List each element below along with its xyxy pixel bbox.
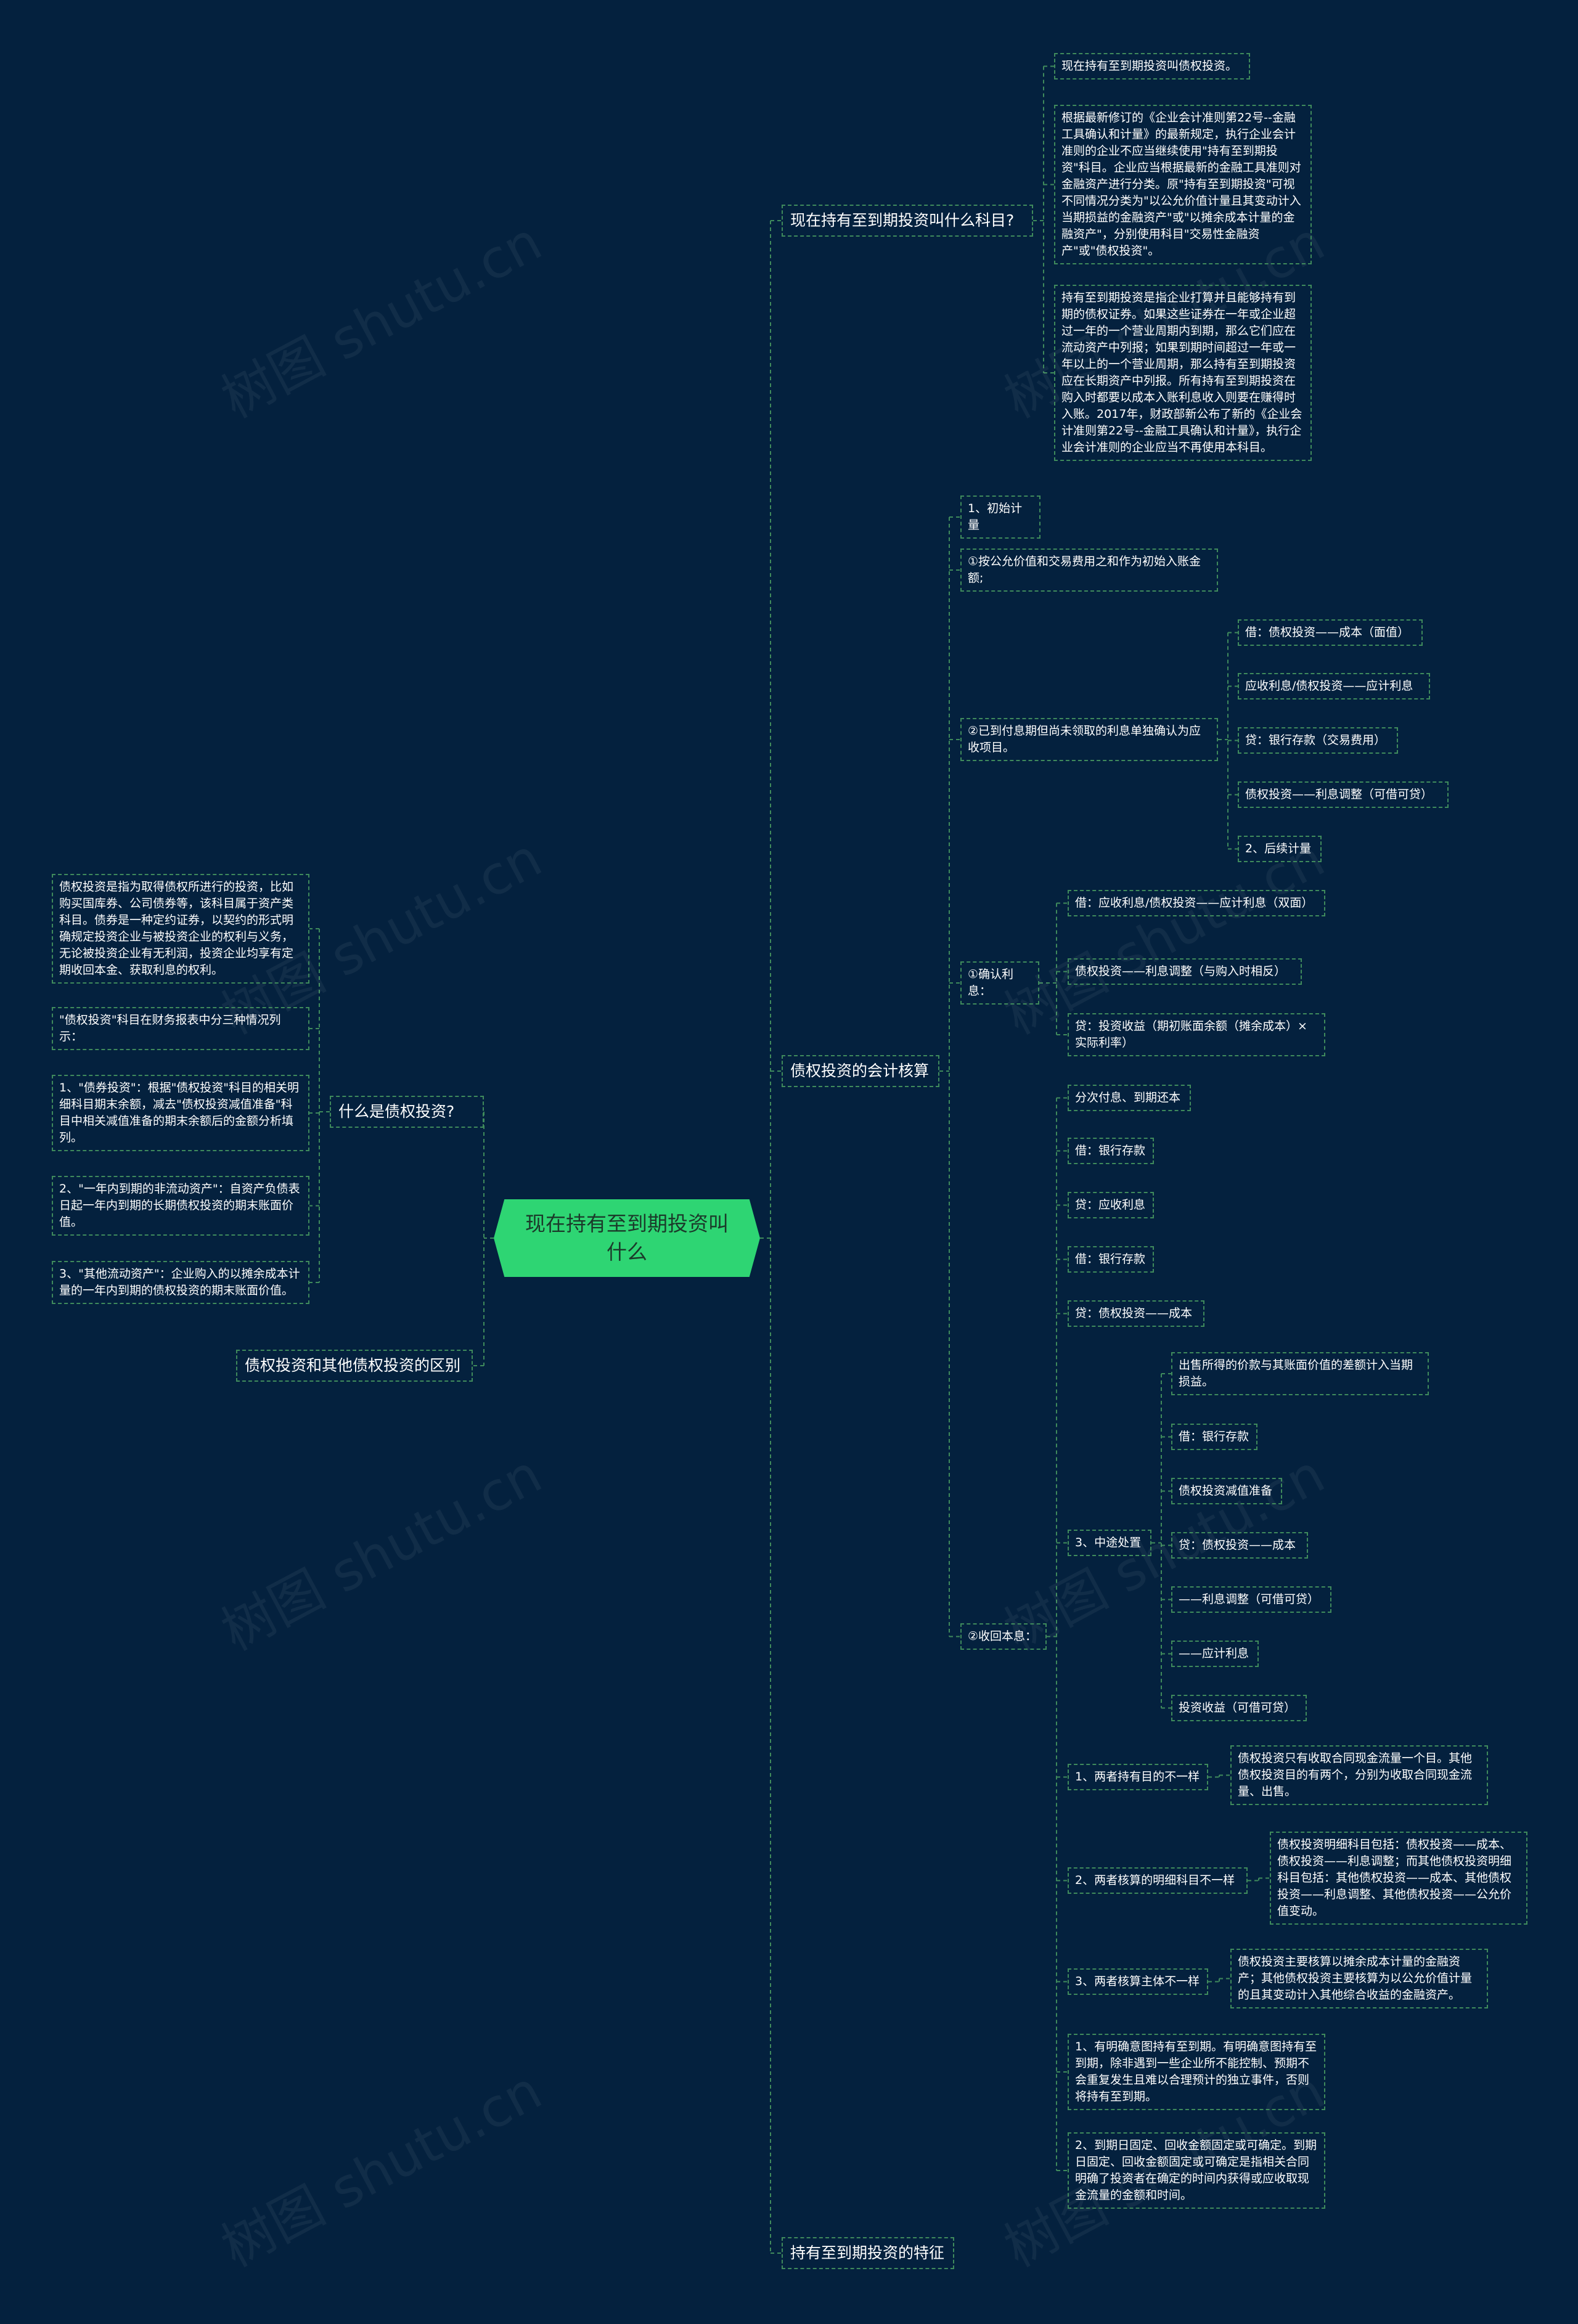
node-interest-receivable[interactable]: ②已到付息期但尚未领取的利息单独确认为应收项目。 [960, 718, 1218, 761]
node-debt-investment-definition[interactable]: 债权投资是指为取得债权所进行的投资，比如购买国库券、公司债券等，该科目属于资产类… [52, 874, 309, 984]
node-entry[interactable]: 贷：债权投资——成本 [1068, 1300, 1204, 1327]
node-entry[interactable]: 借：银行存款 [1171, 1424, 1257, 1450]
node-presentation-item-2[interactable]: 2、"一年内到期的非流动资产"：自资产负债表日起一年内到期的长期债权投资的期末账… [52, 1176, 309, 1236]
node-subject-regulation[interactable]: 根据最新修订的《企业会计准则第22号--金融工具确认和计量》的最新规定，执行企业… [1054, 105, 1312, 264]
node-initial-measurement[interactable]: 1、初始计量 [960, 495, 1040, 539]
node-entry[interactable]: 贷：债权投资——成本 [1171, 1532, 1308, 1559]
node-recover-principal[interactable]: ②收回本息： [960, 1623, 1047, 1650]
node-presentation-intro[interactable]: "债权投资"科目在财务报表中分三种情况列示： [52, 1007, 309, 1050]
node-entry[interactable]: 应收利息/债权投资——应计利息 [1238, 673, 1430, 699]
node-subject-answer[interactable]: 现在持有至到期投资叫债权投资。 [1054, 53, 1250, 80]
node-midway-disposal[interactable]: 3、中途处置 [1068, 1530, 1151, 1556]
branch-accounting[interactable]: 债权投资的会计核算 [782, 1055, 939, 1087]
root-topic[interactable]: 现在持有至到期投资叫什么 [494, 1199, 760, 1277]
node-initial-amount[interactable]: ①按公允价值和交易费用之和作为初始入账金额; [960, 548, 1218, 592]
node-subsequent-measurement[interactable]: 2、后续计量 [1238, 836, 1322, 862]
node-entry[interactable]: 借：银行存款 [1068, 1246, 1154, 1273]
node-feature-intent[interactable]: 1、有明确意图持有至到期。有明确意图持有至到期，除非遇到一些企业所不能控制、预期… [1068, 2034, 1325, 2110]
node-difference-subaccounts-detail[interactable]: 债权投资明细科目包括：债权投资——成本、债权投资——利息调整；而其他债权投资明细… [1270, 1832, 1527, 1925]
node-entry[interactable]: 出售所得的价款与其账面价值的差额计入当期损益。 [1171, 1352, 1429, 1395]
node-feature-fixed-maturity[interactable]: 2、到期日固定、回收金额固定或可确定。到期日固定、回收金额固定或可确定是指相关合… [1068, 2132, 1325, 2209]
node-entry[interactable]: 债权投资减值准备 [1171, 1478, 1282, 1504]
node-subject-definition[interactable]: 持有至到期投资是指企业打算并且能够持有到期的债权证券。如果这些证券在一年或企业超… [1054, 285, 1312, 461]
node-entry[interactable]: 分次付息、到期还本 [1068, 1085, 1191, 1111]
node-entry[interactable]: 债权投资——利息调整（与购入时相反） [1068, 958, 1302, 985]
node-entry[interactable]: 借：银行存款 [1068, 1138, 1154, 1164]
node-entry[interactable]: ——利息调整（可借可贷） [1171, 1586, 1331, 1613]
node-entry[interactable]: ——应计利息 [1171, 1641, 1259, 1667]
branch-features[interactable]: 持有至到期投资的特征 [782, 2237, 954, 2269]
node-difference-subaccounts[interactable]: 2、两者核算的明细科目不一样 [1068, 1867, 1248, 1894]
node-difference-scope-detail[interactable]: 债权投资主要核算以摊余成本计量的金融资产；其他债权投资主要核算为以公允价值计量的… [1230, 1949, 1488, 2008]
node-entry[interactable]: 贷：银行存款（交易费用） [1238, 727, 1398, 754]
node-entry[interactable]: 贷：应收利息 [1068, 1192, 1154, 1218]
branch-difference[interactable]: 债权投资和其他债权投资的区别 [236, 1350, 473, 1382]
node-entry[interactable]: 贷：投资收益（期初账面余额（摊余成本）×实际利率） [1068, 1013, 1325, 1056]
branch-subject-name[interactable]: 现在持有至到期投资叫什么科目? [782, 205, 1033, 237]
node-entry[interactable]: 债权投资——利息调整（可借可贷） [1238, 781, 1449, 808]
node-difference-purpose-detail[interactable]: 债权投资只有收取合同现金流量一个目。其他债权投资目的有两个，分别为收取合同现金流… [1230, 1745, 1488, 1805]
node-difference-scope[interactable]: 3、两者核算主体不一样 [1068, 1968, 1208, 1995]
node-recognize-interest[interactable]: ①确认利息： [960, 961, 1039, 1005]
node-difference-purpose[interactable]: 1、两者持有目的不一样 [1068, 1764, 1208, 1790]
branch-what-is-debt-investment[interactable]: 什么是债权投资? [330, 1096, 484, 1128]
node-entry[interactable]: 投资收益（可借可贷） [1171, 1695, 1307, 1721]
node-entry[interactable]: 借：债权投资——成本（面值） [1238, 619, 1423, 646]
node-entry[interactable]: 借：应收利息/债权投资——应计利息（双面） [1068, 890, 1325, 916]
node-presentation-item-1[interactable]: 1、"债券投资"：根据"债权投资"科目的相关明细科目期末余额，减去"债权投资减值… [52, 1075, 309, 1151]
node-presentation-item-3[interactable]: 3、"其他流动资产"：企业购入的以摊余成本计量的一年内到期的债权投资的期末账面价… [52, 1261, 309, 1304]
